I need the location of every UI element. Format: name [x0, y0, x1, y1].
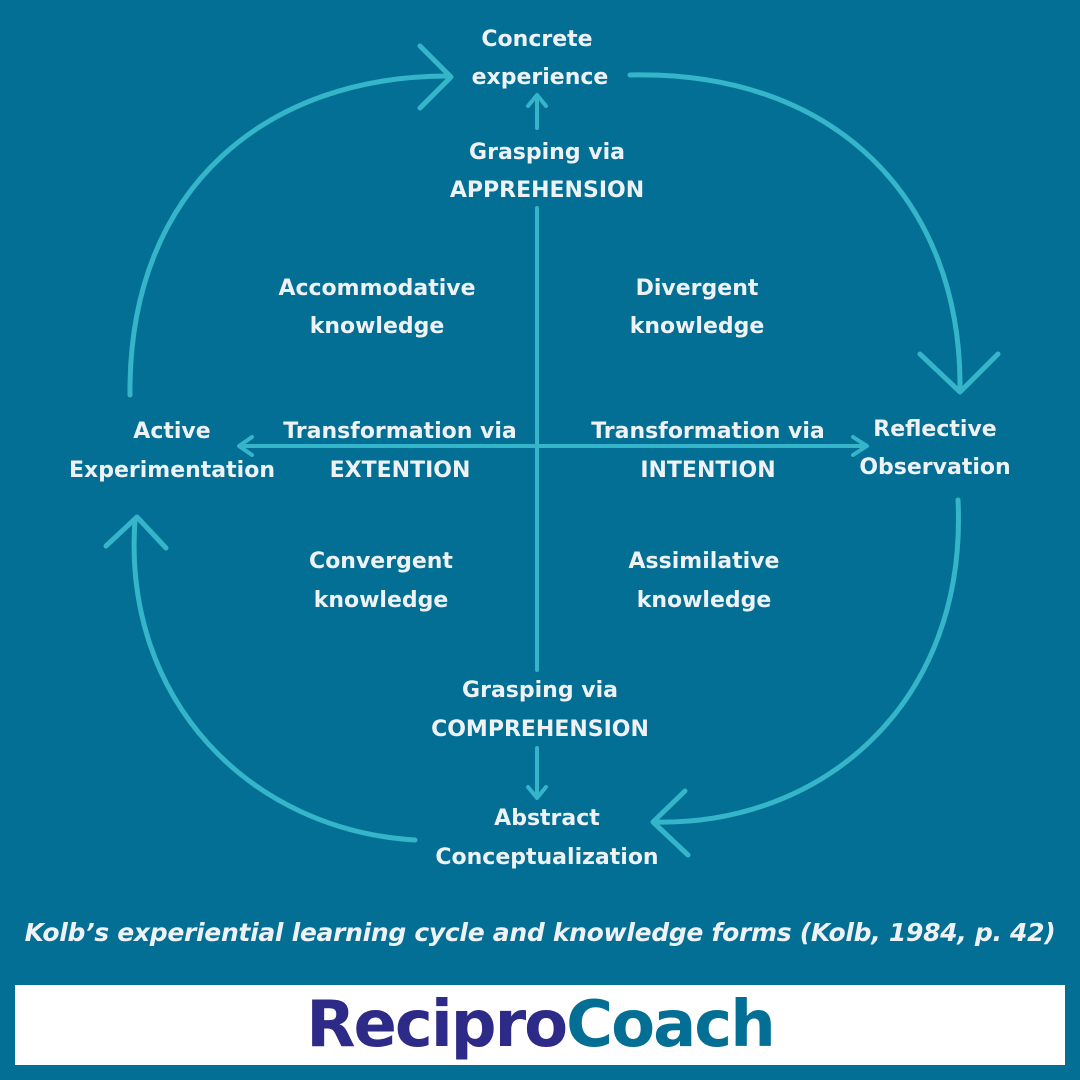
- arrowhead-abstract: [650, 788, 691, 858]
- logo-banner: ReciproCoach: [15, 985, 1065, 1065]
- arrow-down-to-abstract: [526, 746, 548, 800]
- arc-abstract-to-active: [131, 517, 418, 843]
- arrowhead-concrete: [417, 43, 454, 111]
- reciprocoach-logo: ReciproCoach: [306, 988, 776, 1062]
- arrowhead-active: [103, 514, 169, 551]
- logo-part-recipro: Recipro: [306, 988, 568, 1062]
- arc-reflective-to-abstract: [652, 497, 961, 825]
- logo-part-coach: Coach: [566, 988, 776, 1062]
- arc-active-to-concrete: [127, 73, 453, 398]
- arrow-up-to-concrete: [526, 93, 548, 130]
- figure-caption: Kolb’s experiential learning cycle and k…: [24, 918, 1056, 947]
- arrowhead-reflective: [917, 351, 1001, 395]
- horizontal-axis: [237, 435, 869, 457]
- arc-concrete-to-reflective: [627, 72, 963, 393]
